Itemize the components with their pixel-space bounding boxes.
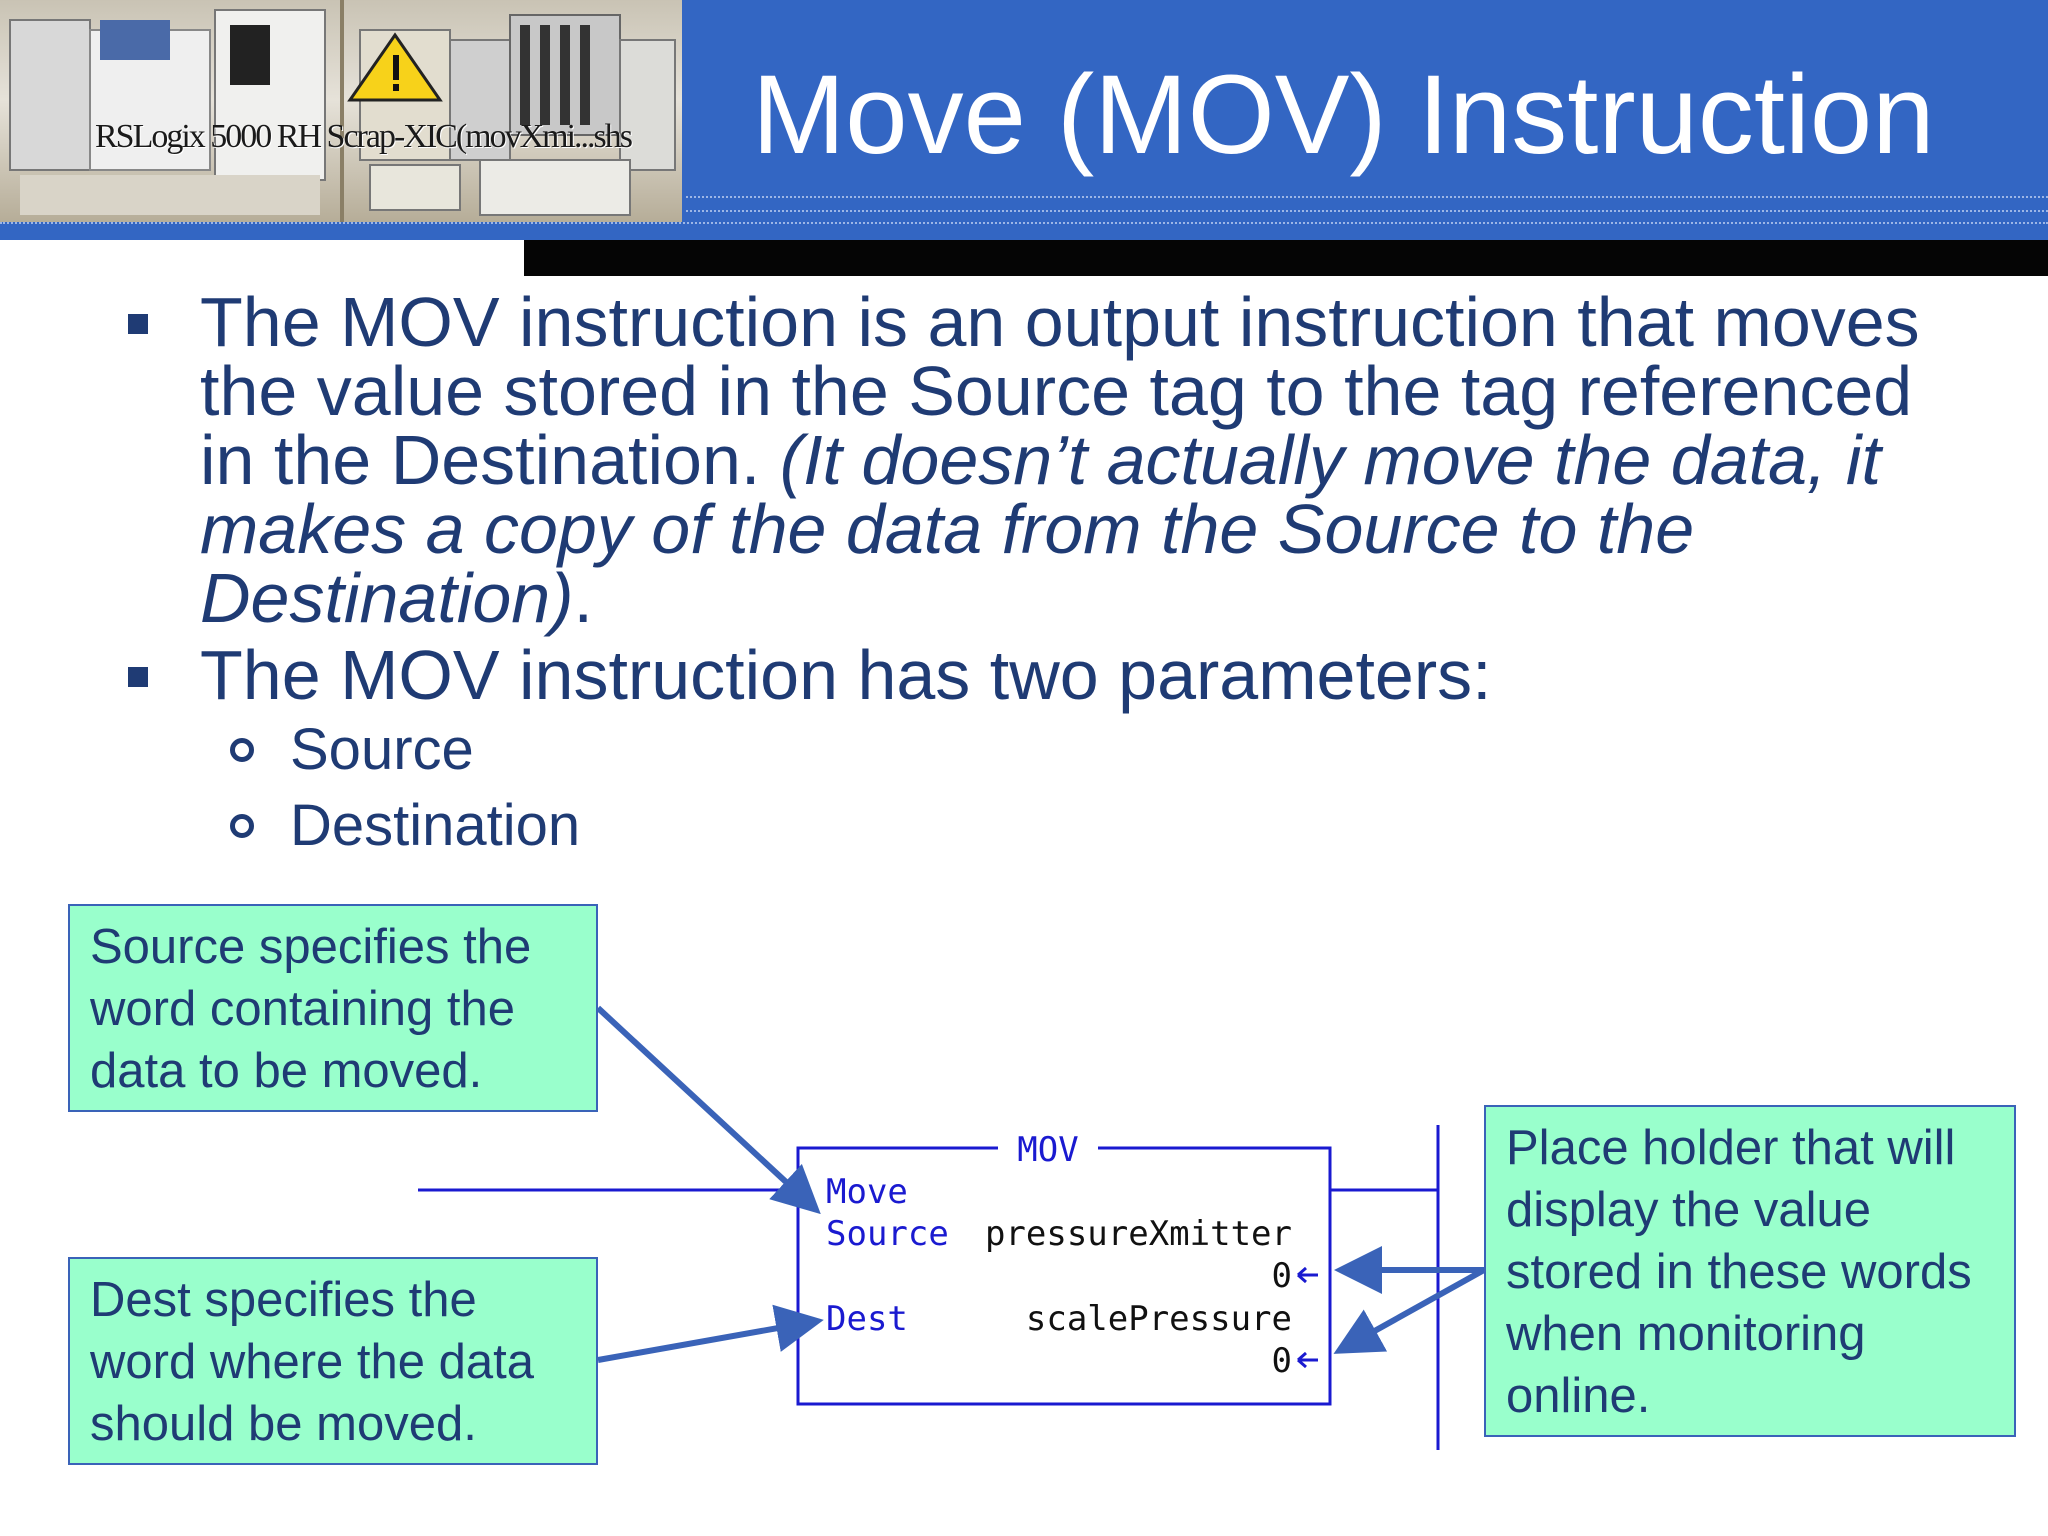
mov-block-label: Move [826, 1172, 908, 1212]
dest-callout: Dest specifies the word where the data s… [68, 1257, 598, 1465]
header-dotted-line [0, 222, 2048, 224]
mov-title-bg [998, 1128, 1098, 1166]
source-value-arrow-icon [1297, 1266, 1318, 1284]
dest-value: 0 [1272, 1341, 1292, 1381]
bullet-item: The MOV instruction is an output instruc… [128, 287, 1938, 633]
square-bullet-icon [128, 667, 148, 687]
placeholder-callout: Place holder that will display the value… [1484, 1105, 2016, 1437]
mov-block-title: MOV [1017, 1130, 1078, 1170]
mov-block [796, 1146, 1332, 1406]
ring-bullet-icon [230, 814, 254, 838]
dest-callout-arrow [597, 1304, 824, 1363]
header-white-strip [0, 240, 524, 254]
bullet-period: . [573, 559, 593, 637]
plc-hardware-illustration [9, 9, 676, 216]
dest-label: Dest [826, 1299, 908, 1339]
dest-value-arrow-icon [1297, 1351, 1318, 1369]
square-bullet-icon [128, 314, 148, 334]
sub-bullet-text: Source [290, 717, 474, 782]
header-dotted-line [686, 210, 2048, 212]
banner-image: RSLogix 5000 RH Scrap-XIC(movXmi...shs [0, 0, 682, 222]
source-tag: pressureXmitter [985, 1214, 1292, 1254]
bullet-text: The MOV instruction is an output instruc… [200, 283, 1920, 499]
bullet-list: The MOV instruction is an output instruc… [128, 287, 1938, 864]
ring-bullet-icon [230, 738, 254, 762]
slide-title: Move (MOV) Instruction [752, 52, 1935, 177]
source-callout: Source specifies the word containing the… [68, 904, 598, 1112]
header-black-bar [524, 240, 2048, 276]
header-dotted-line [686, 196, 2048, 198]
banner-caption: RSLogix 5000 RH Scrap-XIC(movXmi...shs [95, 118, 633, 155]
dest-tag: scalePressure [1026, 1299, 1292, 1339]
placeholder-callout-arrow [1333, 1267, 1486, 1354]
bullet-text: The MOV instruction has two parameters: [200, 636, 1492, 714]
sub-bullet-text: Destination [290, 793, 581, 858]
source-value: 0 [1272, 1256, 1292, 1296]
banner-divider [340, 0, 344, 222]
sub-bullet-item: Source [128, 712, 1938, 788]
bullet-italic-text: (It doesn’t actually move the data, it m… [200, 421, 1881, 637]
source-label: Source [826, 1214, 949, 1254]
source-callout-arrow [595, 1005, 821, 1215]
sub-bullet-item: Destination [128, 788, 1938, 864]
bullet-item: The MOV instruction has two parameters: [128, 640, 1938, 710]
